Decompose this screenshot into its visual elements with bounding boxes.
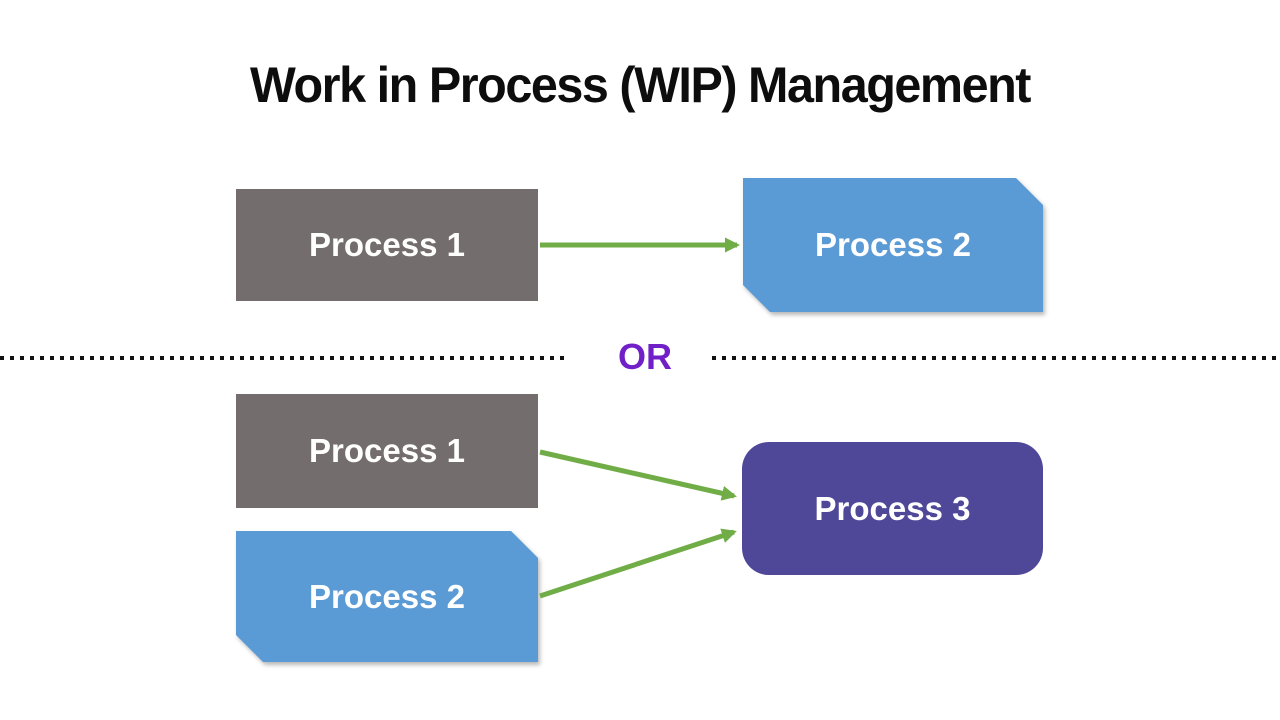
process-box-b1-label: Process 1: [309, 432, 465, 469]
process-box-b2: Process 2: [236, 531, 538, 662]
divider-dotted-line-right: [712, 356, 1280, 360]
process-box-b2-label: Process 2: [309, 577, 465, 615]
process-box-a2: Process 2: [743, 178, 1043, 312]
divider-dotted-line-left: [0, 356, 566, 360]
arrow-b2-to-b3: [539, 528, 737, 599]
or-label: OR: [618, 336, 672, 377]
process-box-a2-wrap: Process 2: [743, 178, 1043, 312]
process-box-b3: Process 3: [742, 442, 1043, 575]
slide-title: Work in Process (WIP) Management: [250, 57, 1031, 113]
process-box-b1: Process 1: [236, 394, 538, 508]
process-box-a1-label: Process 1: [309, 226, 465, 263]
process-box-a2-label: Process 2: [815, 226, 971, 263]
process-box-b2-wrap: Process 2: [236, 531, 538, 662]
process-box-b3-label: Process 3: [814, 489, 971, 527]
arrow-b1-to-b3: [539, 449, 737, 501]
process-box-a1: Process 1: [236, 189, 538, 301]
